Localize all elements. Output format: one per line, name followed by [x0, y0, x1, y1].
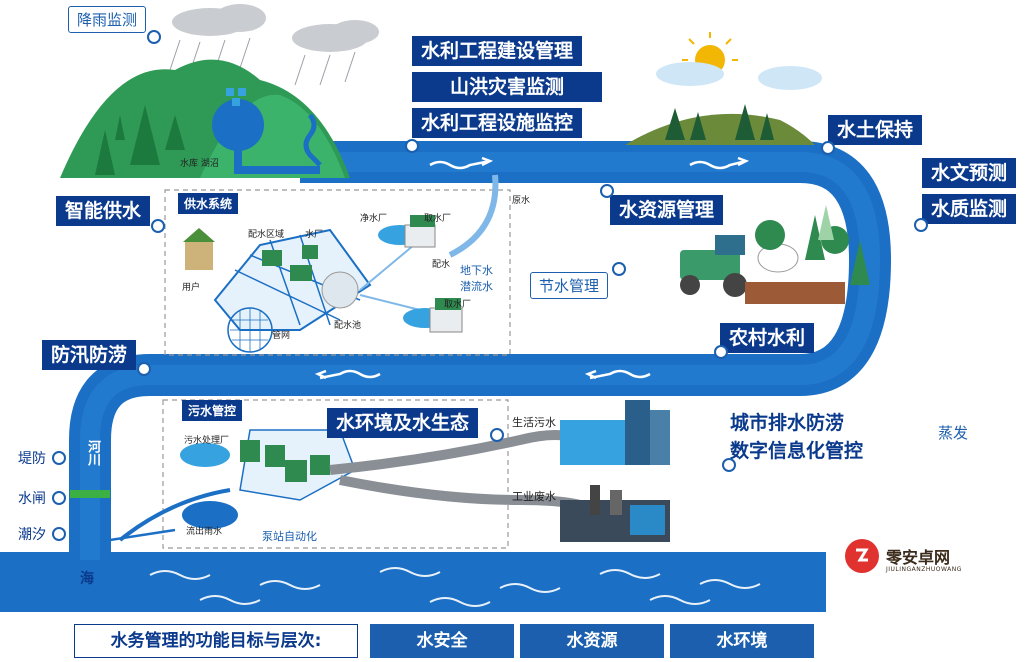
soil-dot	[821, 141, 835, 155]
resource-mgmt-tag: 水资源管理	[610, 195, 724, 225]
rainfall-dot	[147, 30, 161, 44]
goal-water-environment: 水环境	[670, 624, 814, 658]
facility-dot	[405, 139, 419, 153]
water-plant-label: 水厂	[305, 230, 324, 240]
dike-label: 堤防	[18, 451, 46, 467]
seepage-label: 潜流水	[460, 280, 493, 293]
hydrology-tag: 水文预测	[922, 158, 1017, 188]
reservoir-label: 水库 湖沼	[180, 159, 219, 169]
tide-dot	[52, 527, 66, 541]
rural-tag: 农村水利	[720, 323, 815, 353]
facility-monitor-tag: 水利工程设施监控	[412, 108, 583, 138]
water-saving-tag: 节水管理	[530, 272, 609, 299]
rainfall-monitor-tag: 降雨监测	[68, 6, 147, 33]
groundwater-label: 地下水	[460, 264, 493, 277]
environment-dot	[490, 428, 504, 442]
urban-drainage-title: 城市排水防涝	[730, 412, 845, 434]
urban-dot	[722, 458, 736, 472]
treatment-plant-label: 污水处理厂	[184, 436, 230, 446]
environment-tag: 水环境及水生态	[327, 408, 479, 438]
saving-dot	[612, 262, 626, 276]
sea-band	[0, 552, 826, 612]
dike-dot	[52, 451, 66, 465]
pipe-network-label: 管网	[272, 331, 291, 341]
smart-supply-tag: 智能供水	[56, 196, 151, 226]
watermark-logo-icon	[845, 539, 879, 573]
intake-label-2: 取水厂	[444, 300, 472, 310]
urban-drainage-sub: 数字信息化管控	[730, 440, 864, 462]
mountain-rain-scene	[60, 4, 379, 178]
river-marker	[70, 490, 110, 498]
flood-control-tag: 防汛防涝	[42, 340, 137, 370]
supply-panel-title: 供水系统	[178, 193, 239, 214]
pool-label: 配水池	[334, 321, 362, 331]
sewage-panel-title: 污水管控	[182, 400, 243, 421]
intake-label-1: 取水厂	[424, 214, 452, 224]
supply-dot	[151, 219, 165, 233]
supply-panel-border	[164, 189, 511, 356]
hydrology-dot	[914, 218, 928, 232]
river-label: 河川	[85, 440, 100, 466]
purification-label: 净水厂	[360, 214, 388, 224]
goals-title: 水务管理的功能目标与层次:	[74, 624, 358, 658]
domestic-sewage-label: 生活污水	[512, 416, 556, 429]
rural-dot	[714, 345, 728, 359]
watermark-name: 零安卓网	[886, 548, 951, 567]
water-quality-tag: 水质监测	[922, 194, 1017, 224]
user-label: 用户	[182, 283, 201, 293]
sewage-network	[109, 429, 583, 542]
flood-disaster-tag: 山洪灾害监测	[412, 72, 602, 102]
raw-water-label: 原水	[512, 196, 531, 206]
evaporation-label: 蒸发	[938, 424, 969, 442]
sea-waves	[149, 567, 761, 607]
distribution-label: 配水	[432, 260, 451, 270]
supply-network	[183, 174, 499, 353]
industrial-sewage-label: 工业废水	[512, 490, 556, 503]
tide-label: 潮汐	[18, 527, 46, 543]
resource-dot	[600, 184, 614, 198]
flow-arrows	[314, 156, 750, 380]
pump-station-label: 泵站自动化	[262, 530, 317, 543]
flood-control-dot	[137, 362, 151, 376]
landscape-right	[625, 32, 822, 145]
sluice-dot	[52, 491, 66, 505]
soil-conservation-tag: 水土保持	[828, 115, 923, 145]
distribution-area-label: 配水区域	[248, 230, 285, 240]
city-scene	[560, 400, 670, 542]
construction-tag: 水利工程建设管理	[412, 36, 583, 66]
watermark-sub: JIULINGANZHUOWANG	[886, 566, 962, 573]
farm-scene	[680, 205, 870, 304]
goal-water-safety: 水安全	[370, 624, 514, 658]
goal-water-resource: 水资源	[520, 624, 664, 658]
sewage-panel-border	[162, 399, 509, 549]
sea-label: 海	[80, 571, 94, 587]
outflow-label: 流出雨水	[186, 527, 223, 537]
sluice-label: 水闸	[18, 491, 46, 507]
river-inner-light	[80, 152, 881, 560]
